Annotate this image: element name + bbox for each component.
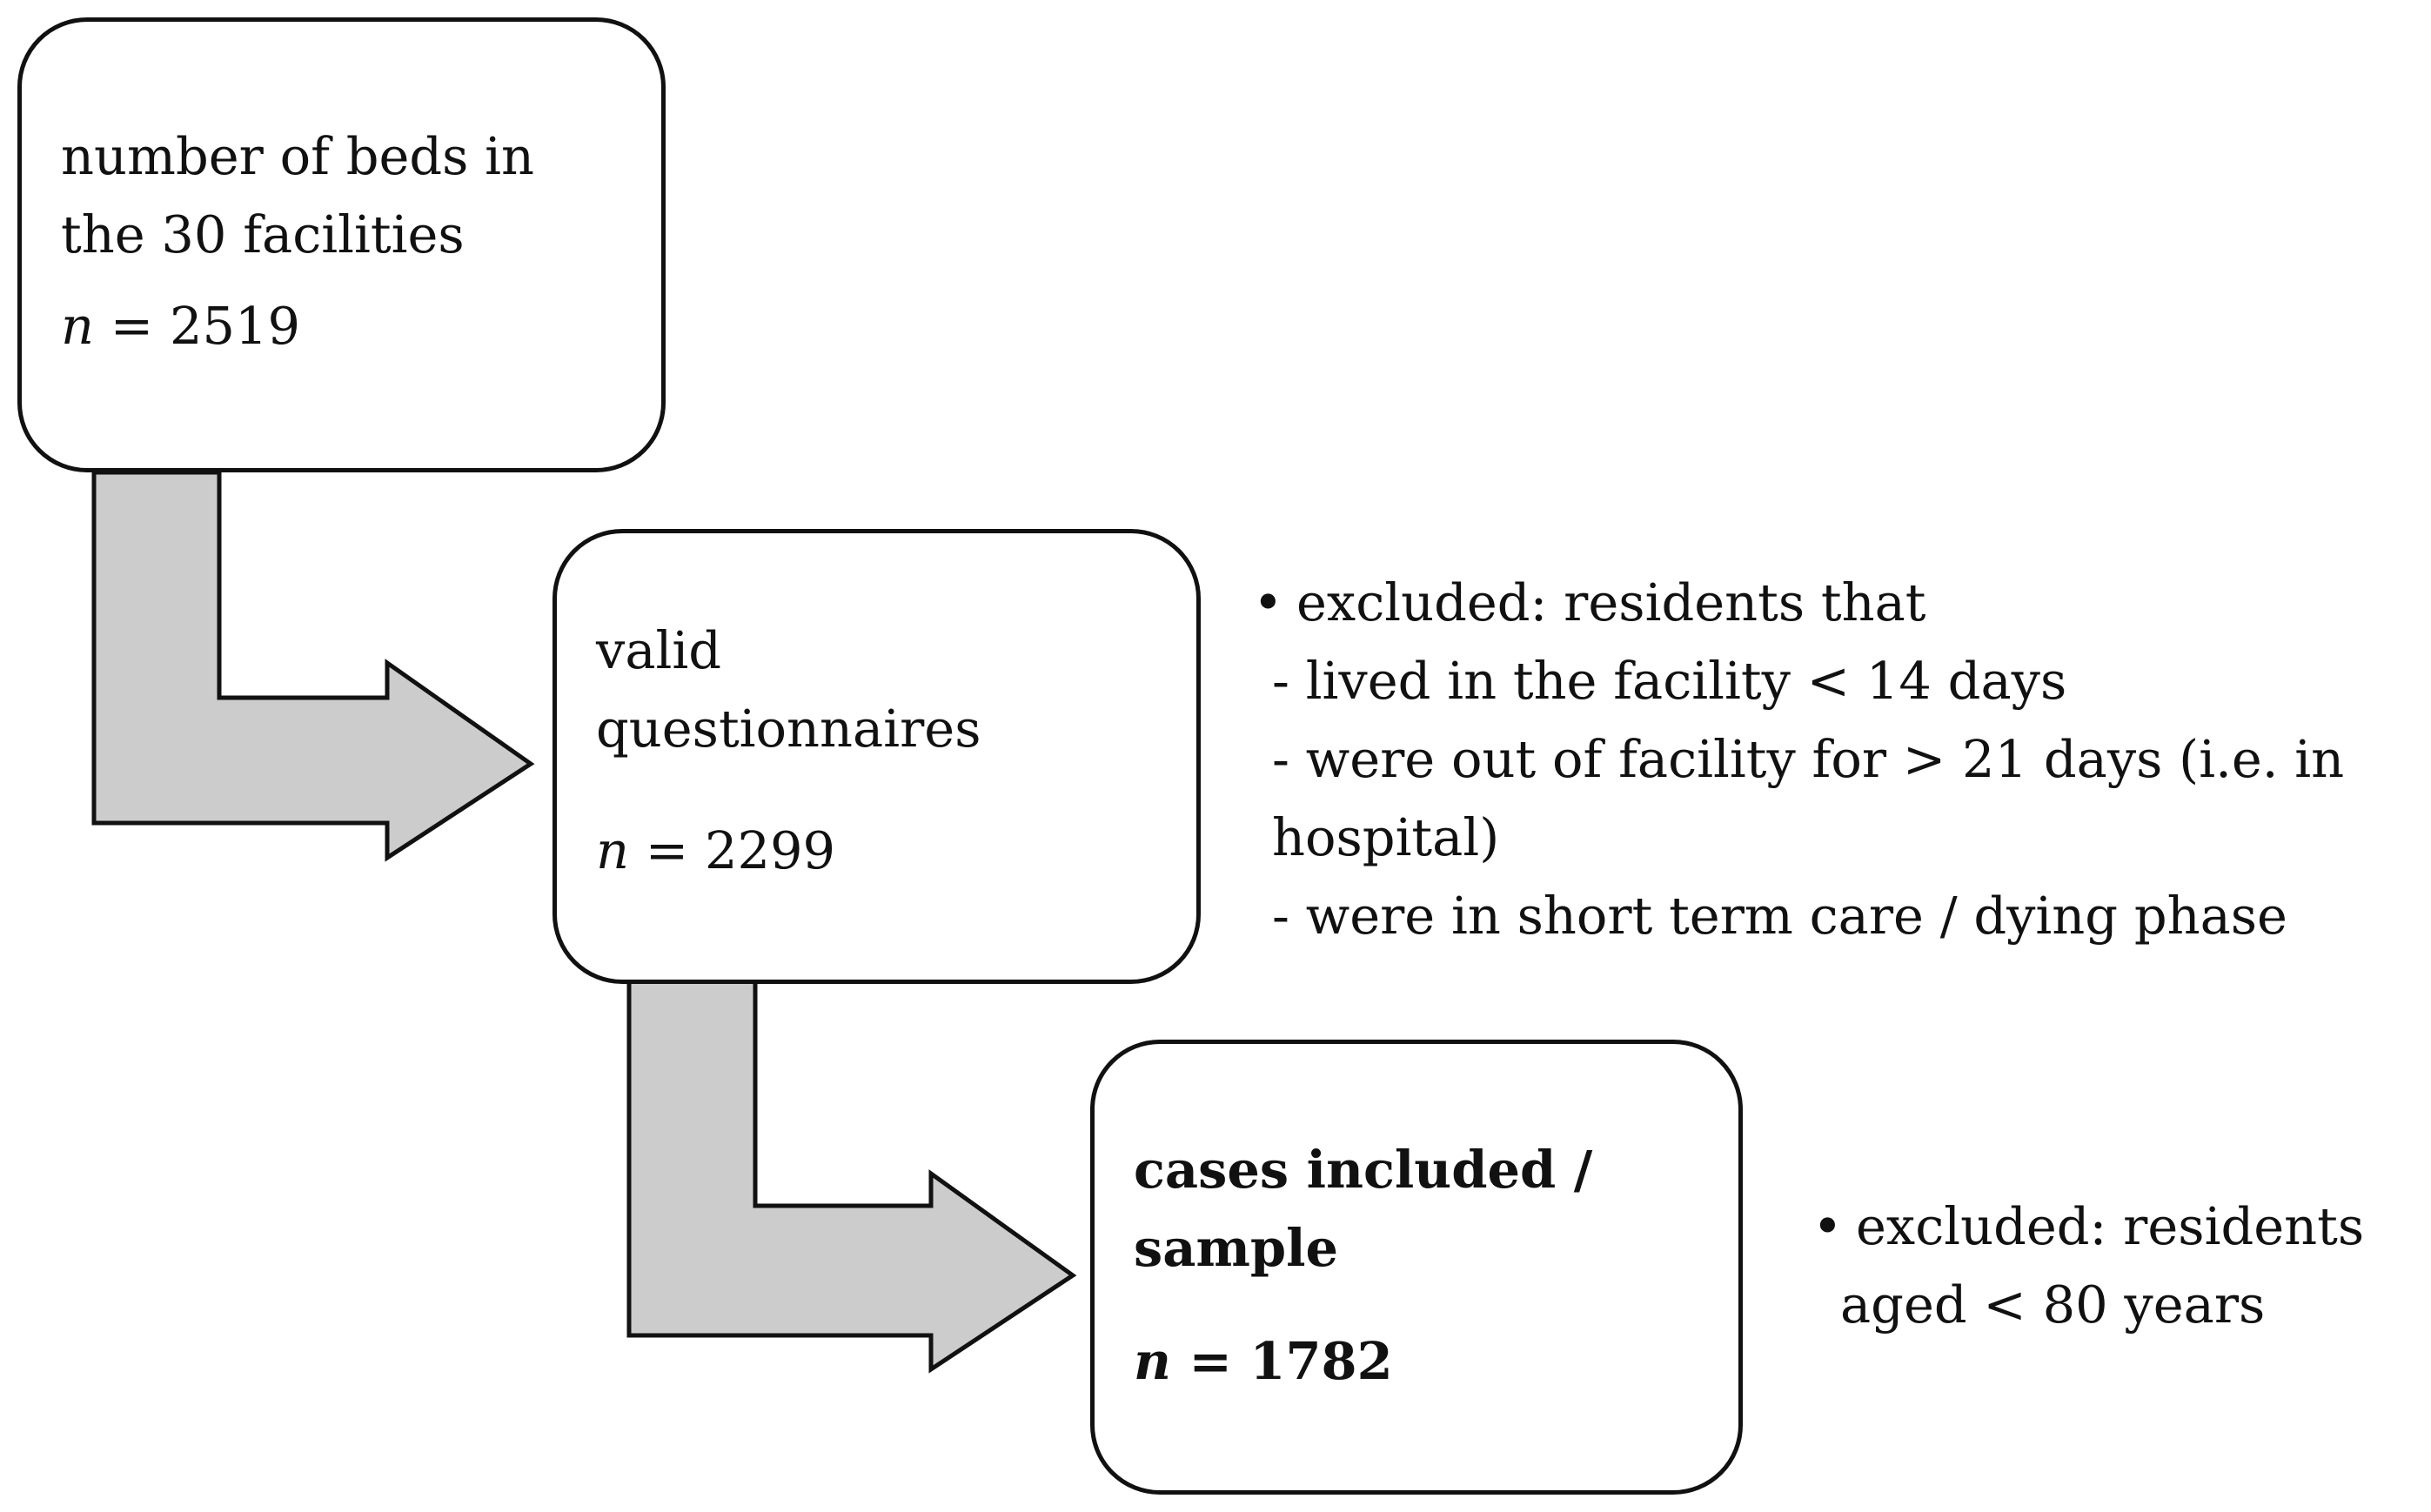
exclusion-second-line2: aged < 80 years — [1840, 1274, 2266, 1335]
beds-label: number of beds in the 30 facilities — [61, 117, 534, 274]
valid-n-symbol: n — [596, 820, 629, 880]
box-valid-questionnaires: valid questionnaires n = 2299 — [552, 529, 1201, 984]
exclusion-first-item: - were in short term care / dying phase — [1272, 886, 2287, 946]
box-cases-included: cases included / sample n = 1782 — [1090, 1040, 1743, 1495]
exclusion-first-item: - lived in the facility < 14 days — [1272, 651, 2067, 711]
exclusion-second-line1: •excluded: residents — [1812, 1188, 2364, 1266]
valid-label-line2: questionnaires — [596, 699, 981, 759]
exclusion-first-item: hospital) — [1272, 807, 1500, 867]
sample-count: n = 1782 — [1134, 1322, 1393, 1401]
beds-n-symbol: n — [61, 296, 94, 356]
arrow-valid-to-sample — [626, 976, 1077, 1374]
exclusion-note-second: •excluded: residents aged < 80 years — [1812, 1188, 2364, 1344]
sample-n-symbol: n — [1134, 1331, 1171, 1391]
arrow-beds-to-valid — [91, 470, 535, 862]
valid-label: valid questionnaires — [596, 612, 981, 768]
exclusion-first-heading-line: •excluded: residents that — [1253, 564, 2344, 642]
beds-label-line2: the 30 facilities — [61, 204, 465, 264]
exclusion-first-heading: excluded: residents that — [1296, 572, 1926, 632]
valid-n-value: = 2299 — [629, 820, 836, 880]
exclusion-note-first: •excluded: residents that - lived in the… — [1253, 564, 2344, 955]
valid-label-line1: valid — [596, 620, 722, 680]
exclusion-first-item: - were out of facility for > 21 days (i.… — [1272, 729, 2345, 789]
exclusion-first-bullet: • — [1253, 572, 1283, 632]
sample-label-line1: cases included / — [1134, 1140, 1593, 1200]
beds-label-line1: number of beds in — [61, 126, 535, 186]
sample-label-line2: sample — [1134, 1218, 1339, 1278]
sample-n-value: = 1782 — [1170, 1331, 1393, 1391]
exclusion-second-text1: excluded: residents — [1856, 1196, 2365, 1256]
exclusion-second-bullet: • — [1812, 1196, 1843, 1256]
valid-count: n = 2299 — [596, 812, 835, 890]
sample-label: cases included / sample — [1134, 1131, 1592, 1288]
beds-n-value: = 2519 — [94, 296, 301, 356]
beds-count: n = 2519 — [61, 287, 300, 365]
box-number-of-beds: number of beds in the 30 facilities n = … — [17, 17, 666, 472]
